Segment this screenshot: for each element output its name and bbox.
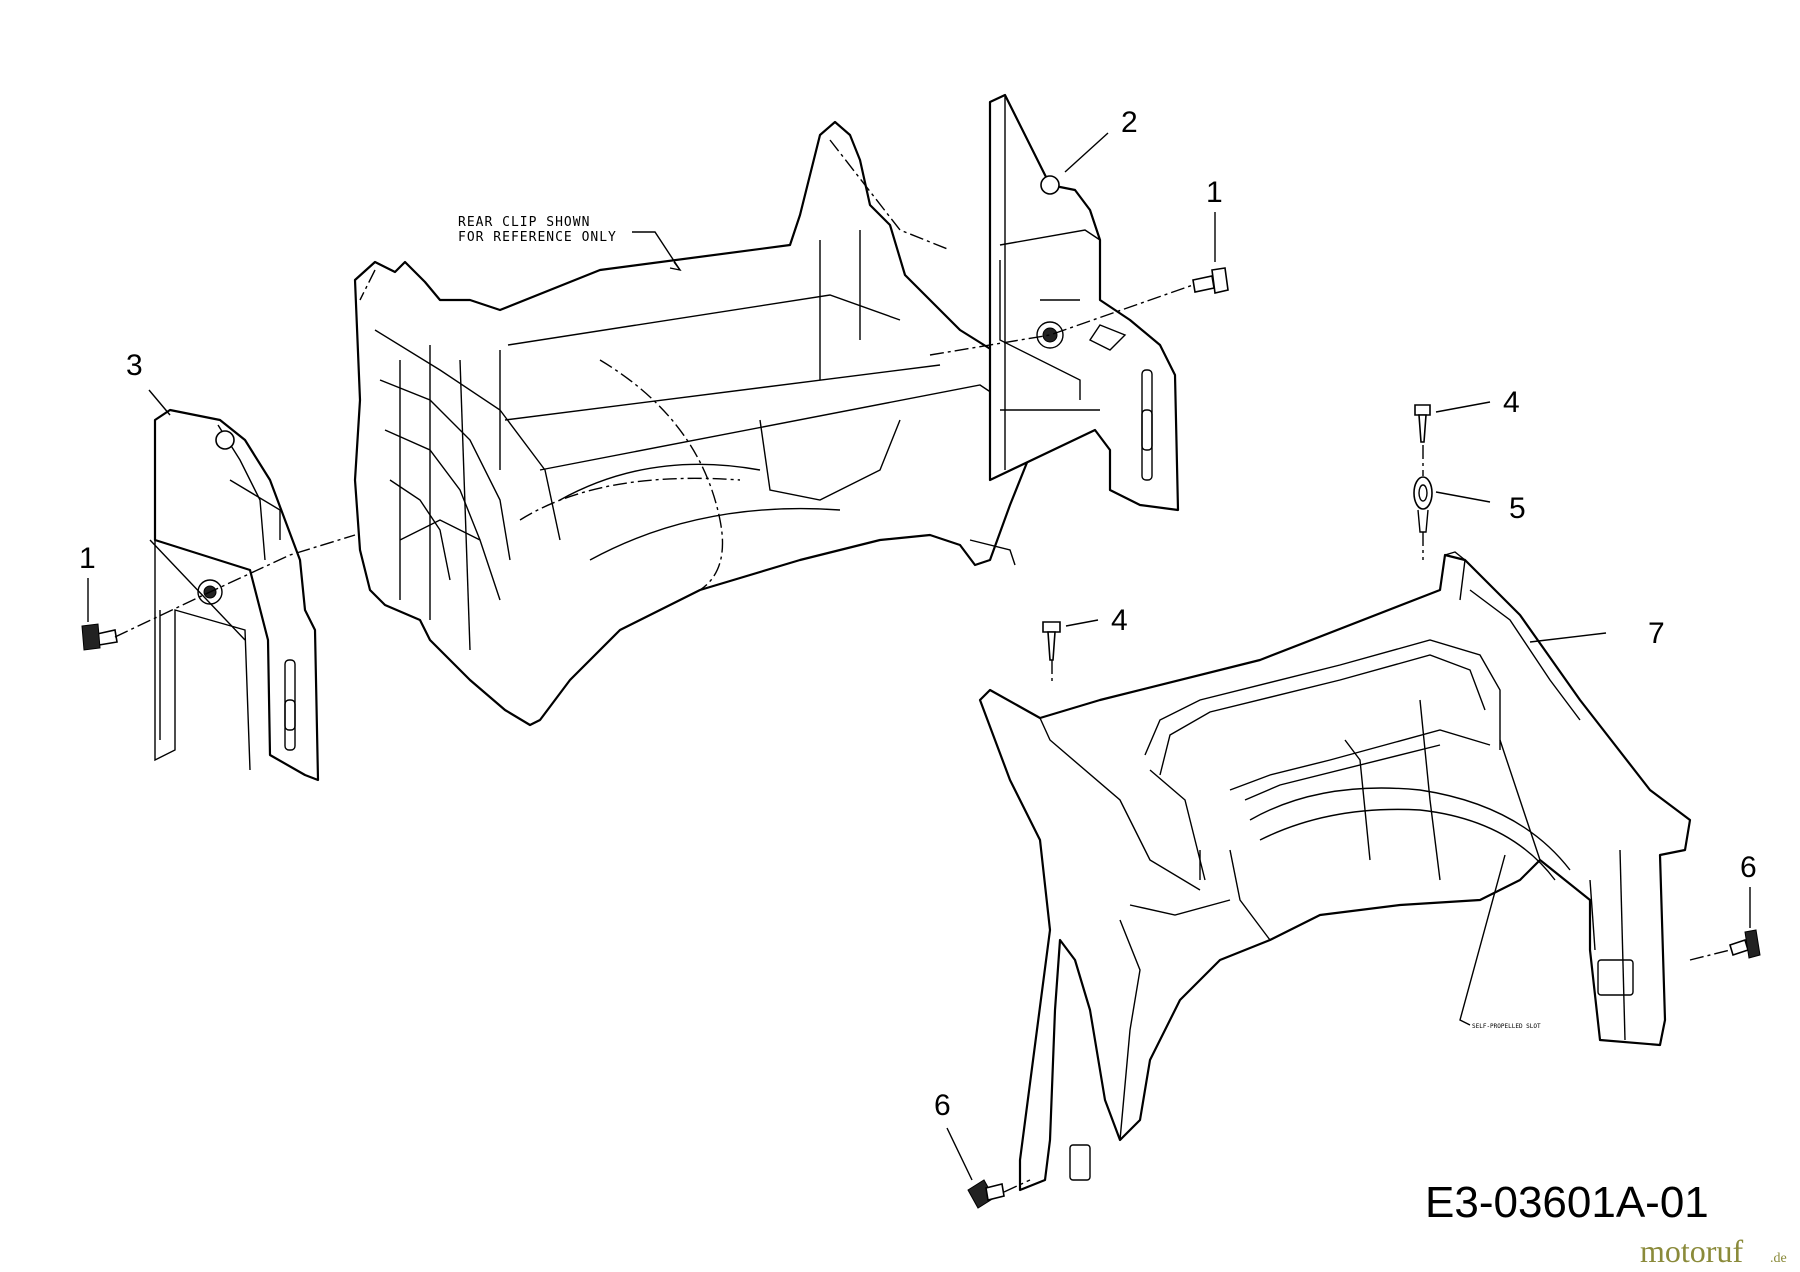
watermark-suffix: .de — [1770, 1251, 1787, 1266]
watermark-text: motoruf — [1640, 1233, 1743, 1269]
callout-1-right: 1 — [1206, 176, 1223, 262]
left-bracket-part-3 — [149, 408, 320, 782]
callout-label: 7 — [1648, 617, 1665, 650]
callout-7: 7 — [1529, 617, 1665, 650]
rear-clip-reference — [353, 120, 1037, 727]
screw-part-6-right — [1729, 929, 1761, 959]
callout-1-left: 1 — [79, 542, 96, 622]
callout-2: 2 — [1064, 106, 1138, 173]
note-line-2: FOR REFERENCE ONLY — [458, 230, 617, 245]
screw-part-4-lower — [1042, 621, 1061, 661]
callout-label: 6 — [1740, 851, 1757, 884]
drawing-code: E3-03601A-01 — [1425, 1178, 1709, 1227]
callout-label: 5 — [1509, 492, 1526, 525]
self-propelled-slot-label: SELF-PROPELLED SLOT — [1459, 854, 1541, 1030]
callout-label: 4 — [1503, 386, 1520, 419]
callout-label: 2 — [1121, 106, 1138, 139]
callout-5: 5 — [1435, 491, 1526, 525]
callout-label: 4 — [1111, 604, 1128, 637]
screw-part-4-upper — [1414, 404, 1431, 443]
callout-label: 1 — [79, 542, 96, 575]
screw-part-1-right — [1192, 267, 1229, 294]
callout-label: 1 — [1206, 176, 1223, 209]
note-line-1: REAR CLIP SHOWN — [458, 215, 590, 230]
callout-4-upper: 4 — [1435, 386, 1520, 419]
callout-label: 6 — [934, 1089, 951, 1122]
screw-part-1-left — [81, 623, 118, 651]
slot-label-text: SELF-PROPELLED SLOT — [1472, 1023, 1541, 1030]
callout-label: 3 — [126, 349, 143, 382]
watermark-logo: motoruf .de — [1640, 1233, 1787, 1269]
callout-6-lower: 6 — [934, 1089, 973, 1181]
callout-4-lower: 4 — [1065, 604, 1128, 637]
washer-part-5 — [1413, 476, 1433, 533]
screw-part-6-lower — [967, 1179, 1005, 1209]
callout-6-right: 6 — [1740, 851, 1757, 928]
assembly-center-lines — [114, 284, 1731, 1193]
rear-shield-part-7 — [978, 551, 1692, 1192]
right-bracket-part-2 — [988, 93, 1180, 512]
callout-3: 3 — [126, 349, 171, 416]
reference-note: REAR CLIP SHOWN FOR REFERENCE ONLY — [458, 215, 682, 272]
